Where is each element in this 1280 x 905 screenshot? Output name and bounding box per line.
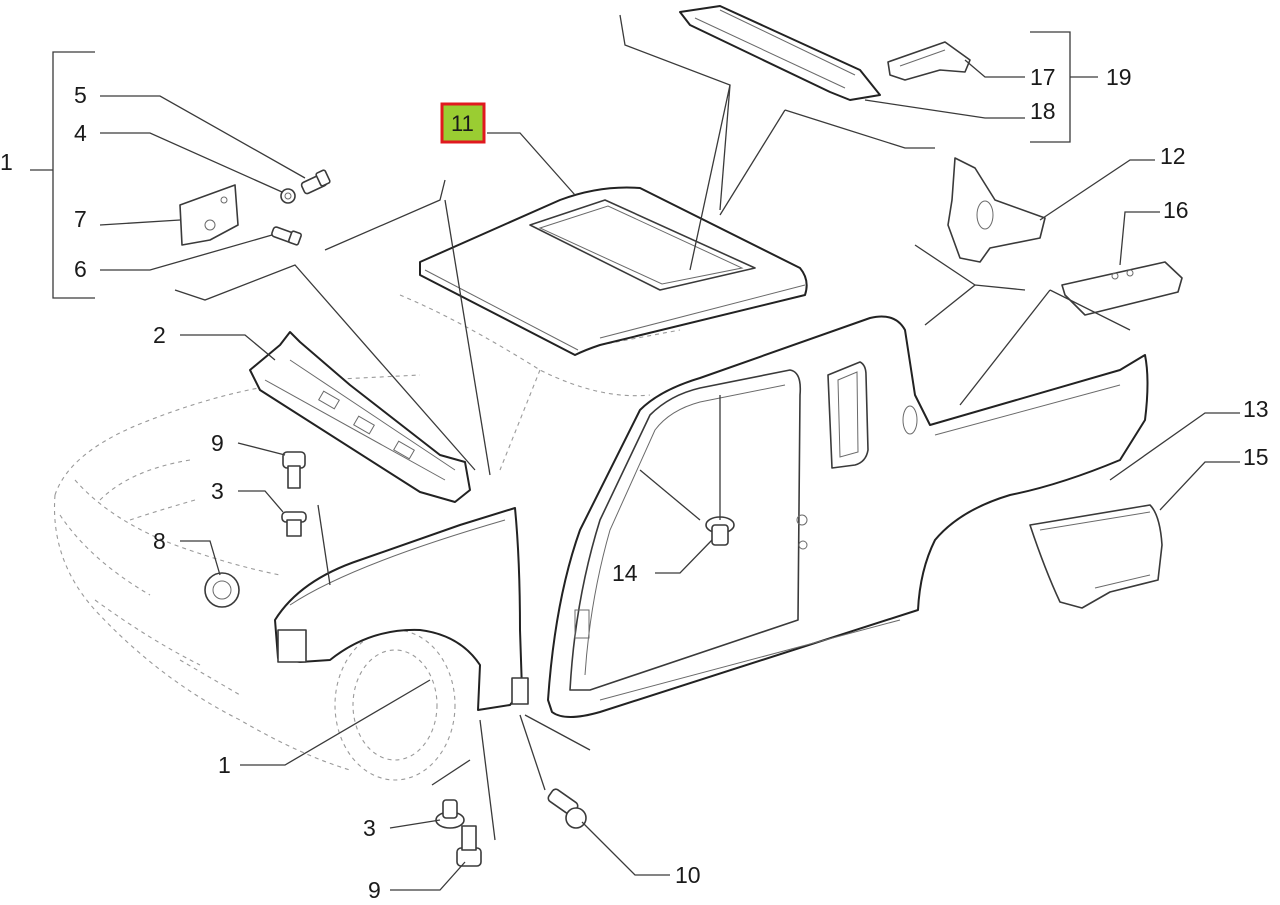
bolt-10 [547,788,587,829]
cowl-panel [249,331,471,503]
callout-2: 2 [153,322,166,348]
roof-rail [679,5,881,101]
callout-6: 6 [74,256,87,282]
callout-3-upper: 3 [211,478,224,504]
pillar-bracket-12 [947,157,1046,263]
roof-panel [419,186,808,356]
sill-bracket-16 [1061,261,1183,316]
wheel-arch-liner-15 [1029,504,1163,609]
grommet-8 [204,572,240,608]
clip-14 [705,516,735,546]
callout-1-top: 1 [0,149,13,175]
car-front-ghost [53,294,681,781]
callout-11: 11 [451,111,474,136]
fastener-bolt-6 [271,226,302,246]
body-side-panel [547,315,1149,718]
rail-bracket-17 [887,41,971,81]
callout-7: 7 [74,206,87,232]
callout-18: 18 [1030,98,1056,124]
fastener-9-upper [282,451,306,489]
callout-9-lower: 9 [368,877,381,903]
callout-13: 13 [1243,396,1269,422]
callout-9-upper: 9 [211,430,224,456]
group-bracket-19 [1030,31,1098,143]
callout-16: 16 [1163,197,1189,223]
fastener-bolt-5 [300,169,331,195]
callout-5: 5 [74,82,87,108]
fastener-9-lower [456,825,482,867]
callout-15: 15 [1243,444,1269,470]
fastener-nut-4 [280,188,296,204]
callout-3-lower: 3 [363,815,376,841]
callout-11-highlight [440,102,486,144]
group-bracket-1 [30,51,95,299]
fastener-3-upper [281,511,307,537]
fastener-3-lower [435,799,465,829]
callout-4: 4 [74,120,87,146]
callout-1-bottom: 1 [218,752,231,778]
callout-12: 12 [1160,143,1186,169]
callout-8: 8 [153,528,166,554]
front-fender [274,507,529,711]
callout-10: 10 [675,862,701,888]
bracket-7 [179,184,239,246]
callout-labels: 1 5 4 7 6 2 9 3 8 1 3 9 10 14 11 17 19 1… [0,64,1269,903]
callout-14: 14 [612,560,638,586]
leader-lines [99,14,1240,891]
callout-19: 19 [1106,64,1132,90]
callout-17: 17 [1030,64,1056,90]
